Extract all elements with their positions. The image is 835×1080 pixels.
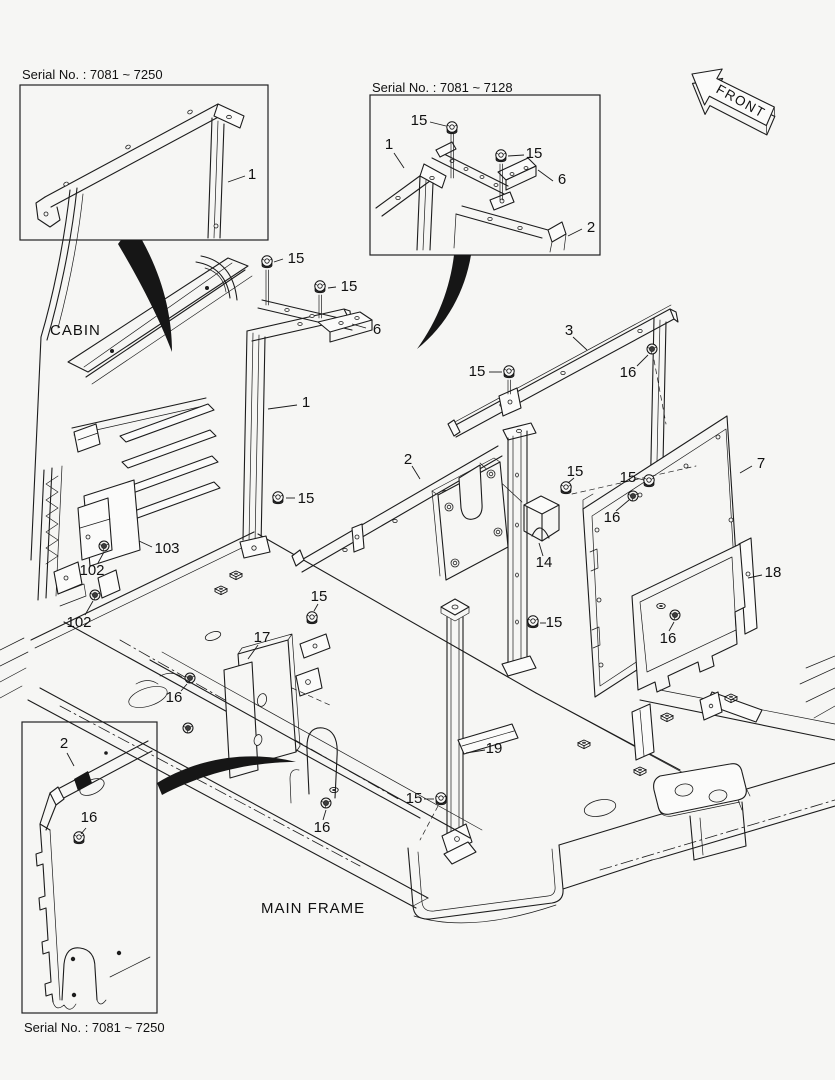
swoosh-top-middle (417, 255, 471, 349)
callout-part-16: 16 (660, 630, 677, 647)
inset-top-left: 1 Serial No. : 7081 ~ 7250 (19, 67, 269, 241)
serial-label-bottom-left: Serial No. : 7081 ~ 7250 (24, 1020, 165, 1035)
callout-labels: 15 15 6 1 15 3 15 16 2 15 15 16 7 14 18 … (66, 250, 781, 836)
callout-part-15: 15 (526, 145, 543, 162)
inset-top-left-box (19, 84, 269, 241)
bolt-15 (314, 280, 326, 294)
callout-part-19: 19 (486, 740, 503, 757)
callout-part-15: 15 (298, 490, 315, 507)
callout-part-15: 15 (620, 469, 637, 486)
callout-part-15: 15 (406, 790, 423, 807)
callout-part-15: 15 (469, 363, 486, 380)
bolt-102 (98, 540, 110, 552)
callout-part-15: 15 (288, 250, 305, 267)
callout-part-14: 14 (536, 554, 553, 571)
callout-part-16: 16 (81, 809, 98, 826)
break-hatching-right (799, 655, 835, 719)
callout-part-102: 102 (79, 562, 104, 579)
callout-part-3: 3 (565, 322, 573, 339)
callout-part-2: 2 (404, 451, 412, 468)
part-17-assembly (128, 633, 333, 779)
swoosh-bottom-left (157, 756, 296, 795)
callout-part-15: 15 (311, 588, 328, 605)
main-frame-art (0, 637, 835, 924)
mount-plate-u-cutout (431, 457, 509, 581)
bolt-15 (261, 255, 273, 269)
callout-part-1: 1 (248, 166, 256, 183)
callout-part-2: 2 (60, 735, 68, 752)
callout-part-16: 16 (604, 509, 621, 526)
bolt-16 (646, 343, 658, 355)
callout-part-6: 6 (373, 321, 381, 338)
inset-bottom-left: 2 16 Serial No. : 7081 ~ 7250 (21, 721, 165, 1035)
callout-leaders (84, 258, 763, 821)
cabin-vent-slots (119, 403, 221, 521)
inset-top-middle: 15 15 1 6 2 Serial No. : 7081 ~ 7128 (369, 80, 601, 256)
channel-post (501, 422, 537, 677)
callout-part-15: 15 (341, 278, 358, 295)
callout-part-16: 16 (314, 819, 331, 836)
cabin-label: CABIN (50, 322, 101, 339)
panel-18 (631, 537, 758, 693)
serial-label-top-left: Serial No. : 7081 ~ 7250 (22, 67, 163, 82)
callout-part-15: 15 (567, 463, 584, 480)
callout-part-15: 15 (546, 614, 563, 631)
swoosh-top-left (118, 240, 172, 352)
inset-bottom-left-box (21, 721, 158, 1014)
bolt-15 (503, 365, 515, 379)
callout-part-17: 17 (254, 629, 271, 646)
inset-top-middle-box (369, 94, 601, 256)
inset-pointer-swooshes (118, 240, 471, 795)
callout-part-16: 16 (166, 689, 183, 706)
serial-label-top-middle: Serial No. : 7081 ~ 7128 (372, 80, 513, 95)
callout-part-1: 1 (302, 394, 310, 411)
break-hatching-left (0, 637, 29, 699)
callout-part-103: 103 (154, 540, 179, 557)
bolt-102 (89, 589, 101, 601)
callout-part-7: 7 (757, 455, 765, 472)
callout-part-1: 1 (385, 136, 393, 153)
front-direction-marker: FRONT (691, 68, 776, 136)
part-14-clamp (523, 495, 560, 542)
crossbar-6-assembly (257, 255, 373, 343)
post-1-assembly (239, 308, 352, 559)
callout-part-2: 2 (587, 219, 595, 236)
callout-part-6: 6 (558, 171, 566, 188)
callout-part-15: 15 (411, 112, 428, 129)
callout-part-18: 18 (765, 564, 782, 581)
post-19 (320, 598, 477, 865)
main-frame-label: MAIN FRAME (261, 900, 365, 917)
callout-part-102: 102 (66, 614, 91, 631)
callout-part-16: 16 (620, 364, 637, 381)
